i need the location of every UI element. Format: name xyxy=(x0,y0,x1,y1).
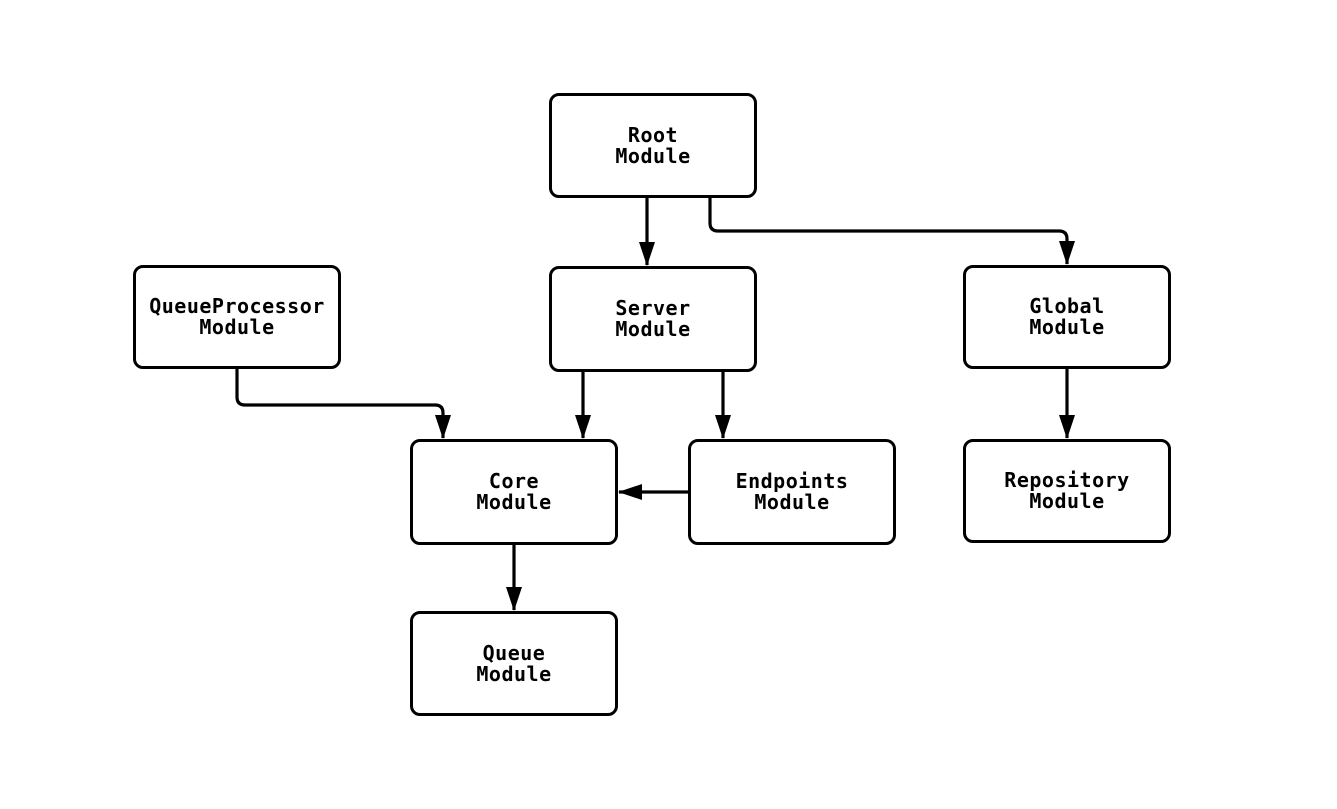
node-label: Server Module xyxy=(615,296,691,341)
edge-queueprocessor-to-core xyxy=(235,369,451,439)
node-label: Queue Module xyxy=(476,640,552,686)
edge-group xyxy=(235,198,1075,611)
node-label: Global Module xyxy=(1029,294,1105,339)
node-label: Endpoints Module xyxy=(735,469,849,514)
edge-root-to-global xyxy=(708,198,1075,265)
node-endpoints-module: Endpoints Module xyxy=(688,439,896,545)
node-server-module: Server Module xyxy=(549,266,757,372)
node-label: Core Module xyxy=(476,469,552,514)
node-root-module: Root Module xyxy=(549,93,757,198)
node-queueprocessor-module: QueueProcessor Module xyxy=(133,265,341,369)
node-label: Root Module xyxy=(615,122,691,168)
node-label: Repository Module xyxy=(1004,468,1130,513)
node-label: QueueProcessor Module xyxy=(149,294,325,339)
node-global-module: Global Module xyxy=(963,265,1171,369)
node-queue-module: Queue Module xyxy=(410,611,618,716)
node-repository-module: Repository Module xyxy=(963,439,1171,543)
node-core-module: Core Module xyxy=(410,439,618,545)
